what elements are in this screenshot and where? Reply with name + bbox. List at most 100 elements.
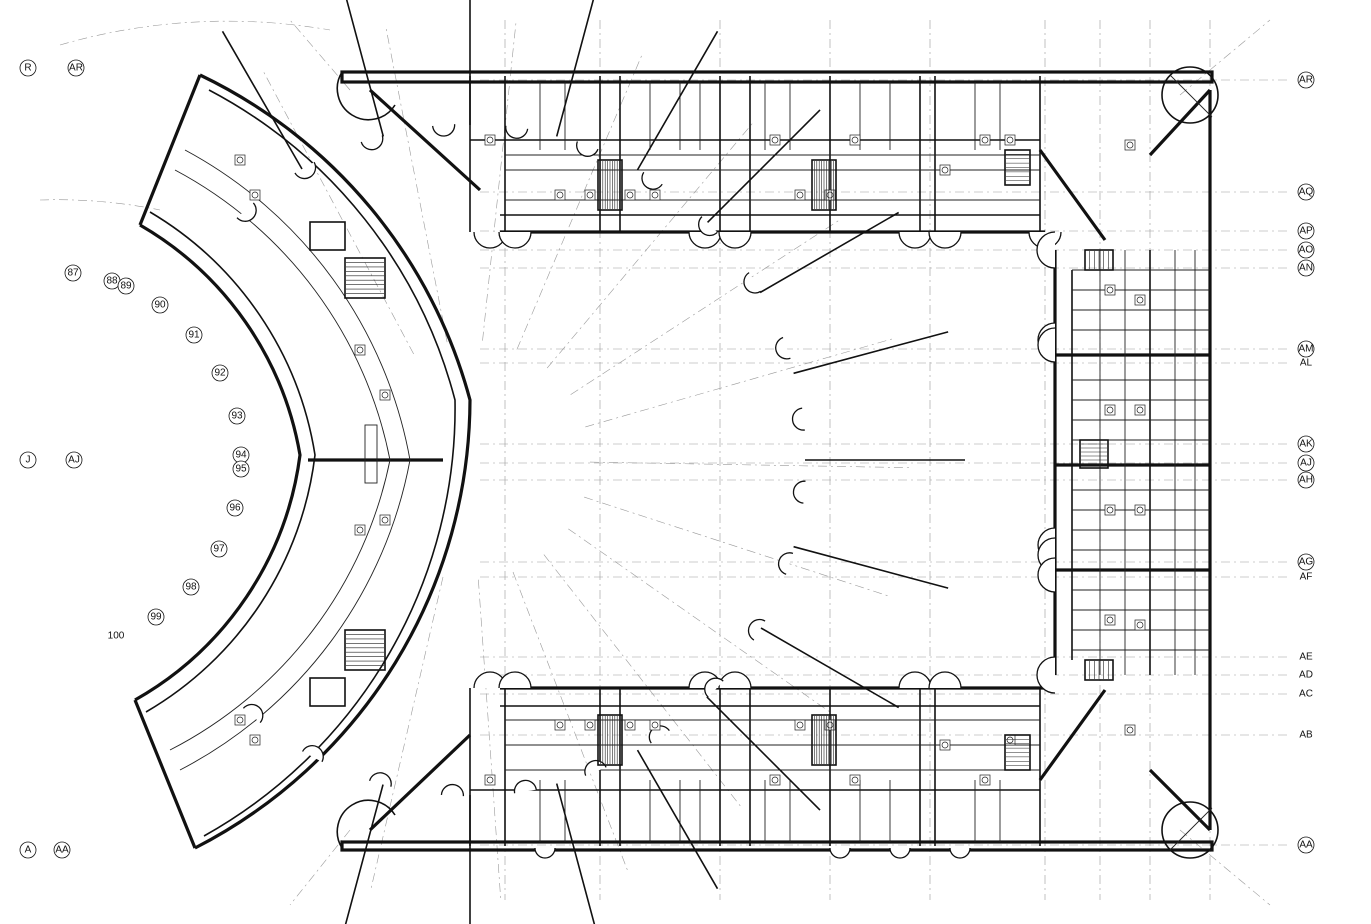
radial-grid-line — [570, 220, 840, 395]
grid-label: J — [26, 455, 31, 466]
curved-wing-bay — [747, 618, 766, 641]
stair — [597, 159, 623, 211]
curved-wing-bay — [242, 703, 264, 724]
sanitary-fixture — [626, 721, 634, 729]
grid-label: AO — [1299, 245, 1314, 256]
radial-grid-line — [478, 579, 501, 899]
sanitary-fixture — [381, 516, 389, 524]
grid-label-marker — [67, 59, 85, 77]
courtyard-bay-bottom — [928, 671, 962, 689]
grid-label: 93 — [231, 411, 243, 422]
curved-wing-bay — [513, 779, 537, 794]
radial-grid-line — [589, 461, 910, 468]
curved-wing-bay — [743, 272, 762, 294]
radial-grid-line — [584, 496, 889, 597]
bay-windows — [236, 124, 1062, 859]
sanitary-fixture — [1106, 616, 1114, 624]
curved-wing-bay — [301, 745, 324, 763]
grid-label: 91 — [188, 330, 200, 341]
curved-wing-partition — [706, 109, 821, 224]
curved-wing-partition — [759, 626, 900, 709]
sanitary-fixture — [556, 721, 564, 729]
grid-label: 94 — [235, 450, 247, 461]
courtyard-bay-right — [1037, 327, 1056, 363]
grid-label: AE — [1299, 652, 1313, 663]
curved-wing-bay — [777, 552, 794, 575]
sanitary-fixture — [626, 191, 634, 199]
sanitary-fixture — [236, 716, 244, 724]
curved-wing-bay — [792, 480, 806, 504]
stair — [811, 159, 837, 211]
courtyard-bay-right — [1037, 557, 1056, 593]
curved-wing-partition — [706, 696, 821, 811]
grid-label: 89 — [120, 281, 132, 292]
curved-wing-partition — [555, 783, 596, 924]
sanitary-fixture — [826, 191, 834, 199]
courtyard-bay-bottom — [718, 671, 752, 689]
sanitary-fixture — [1136, 406, 1144, 414]
grid-label-marker — [19, 451, 37, 469]
sanitary-fixture — [851, 776, 859, 784]
radial-grid-line — [263, 71, 414, 355]
grid-arc — [39, 199, 161, 211]
curved-corridor — [169, 169, 391, 751]
sanitary-fixture — [1136, 621, 1144, 629]
lift — [309, 221, 346, 251]
grid-label-marker — [1297, 340, 1315, 358]
kitchen-counter — [364, 424, 378, 484]
grid-label: AP — [1299, 226, 1313, 237]
grid-label: AJ — [1300, 458, 1312, 469]
grid-label: AG — [1299, 557, 1314, 568]
grid-arc — [59, 20, 331, 46]
sanitary-fixture — [941, 166, 949, 174]
sanitary-fixture — [1126, 726, 1134, 734]
grid-label: AH — [1299, 475, 1313, 486]
sanitary-fixture — [941, 741, 949, 749]
grid-label-marker — [226, 499, 244, 517]
grid-label-marker — [211, 364, 229, 382]
sanitary-fixture — [851, 136, 859, 144]
grid-label: AD — [1299, 670, 1313, 681]
sanitary-fixture — [356, 526, 364, 534]
grid-label: 87 — [67, 268, 79, 279]
curved-wing-bay — [641, 171, 663, 190]
grid-label-marker — [232, 460, 250, 478]
grid-label: 98 — [185, 582, 197, 593]
grid-label-marker — [185, 326, 203, 344]
grid-line — [289, 829, 351, 906]
sanitary-fixture — [1006, 136, 1014, 144]
stair — [344, 257, 386, 299]
courtyard-bay-top — [718, 231, 752, 249]
street-bay-bottom — [829, 847, 851, 859]
radial-grid-line — [370, 576, 444, 889]
stair — [597, 714, 623, 766]
grid-line — [289, 19, 351, 91]
grid-label-marker — [182, 578, 200, 596]
grid-label: AA — [55, 845, 69, 856]
grid-label: AQ — [1299, 187, 1314, 198]
grid-label: 95 — [235, 464, 247, 475]
sanitary-fixture — [981, 136, 989, 144]
sanitary-fixture — [1106, 406, 1114, 414]
curved-wing-partition — [759, 211, 900, 294]
sanitary-fixture — [236, 156, 244, 164]
grid-label: AN — [1299, 263, 1313, 274]
radial-grid-line — [482, 22, 517, 341]
curved-wing-partition — [344, 783, 385, 924]
stair — [1079, 439, 1109, 469]
curved-wing-partition — [221, 30, 304, 171]
grid-label-marker — [1297, 71, 1315, 89]
curved-wing-partition — [555, 0, 595, 137]
grid-label-marker — [1297, 454, 1315, 472]
radial-grid-line — [568, 528, 831, 713]
radial-grid-line — [585, 338, 894, 428]
stair — [1084, 249, 1114, 271]
sanitary-fixture — [586, 191, 594, 199]
curved-wing-bay — [432, 124, 456, 137]
sanitary-fixture — [1106, 506, 1114, 514]
curved-corridor — [179, 149, 411, 771]
radial-grid-line — [512, 571, 628, 871]
grid-label-marker — [117, 277, 135, 295]
